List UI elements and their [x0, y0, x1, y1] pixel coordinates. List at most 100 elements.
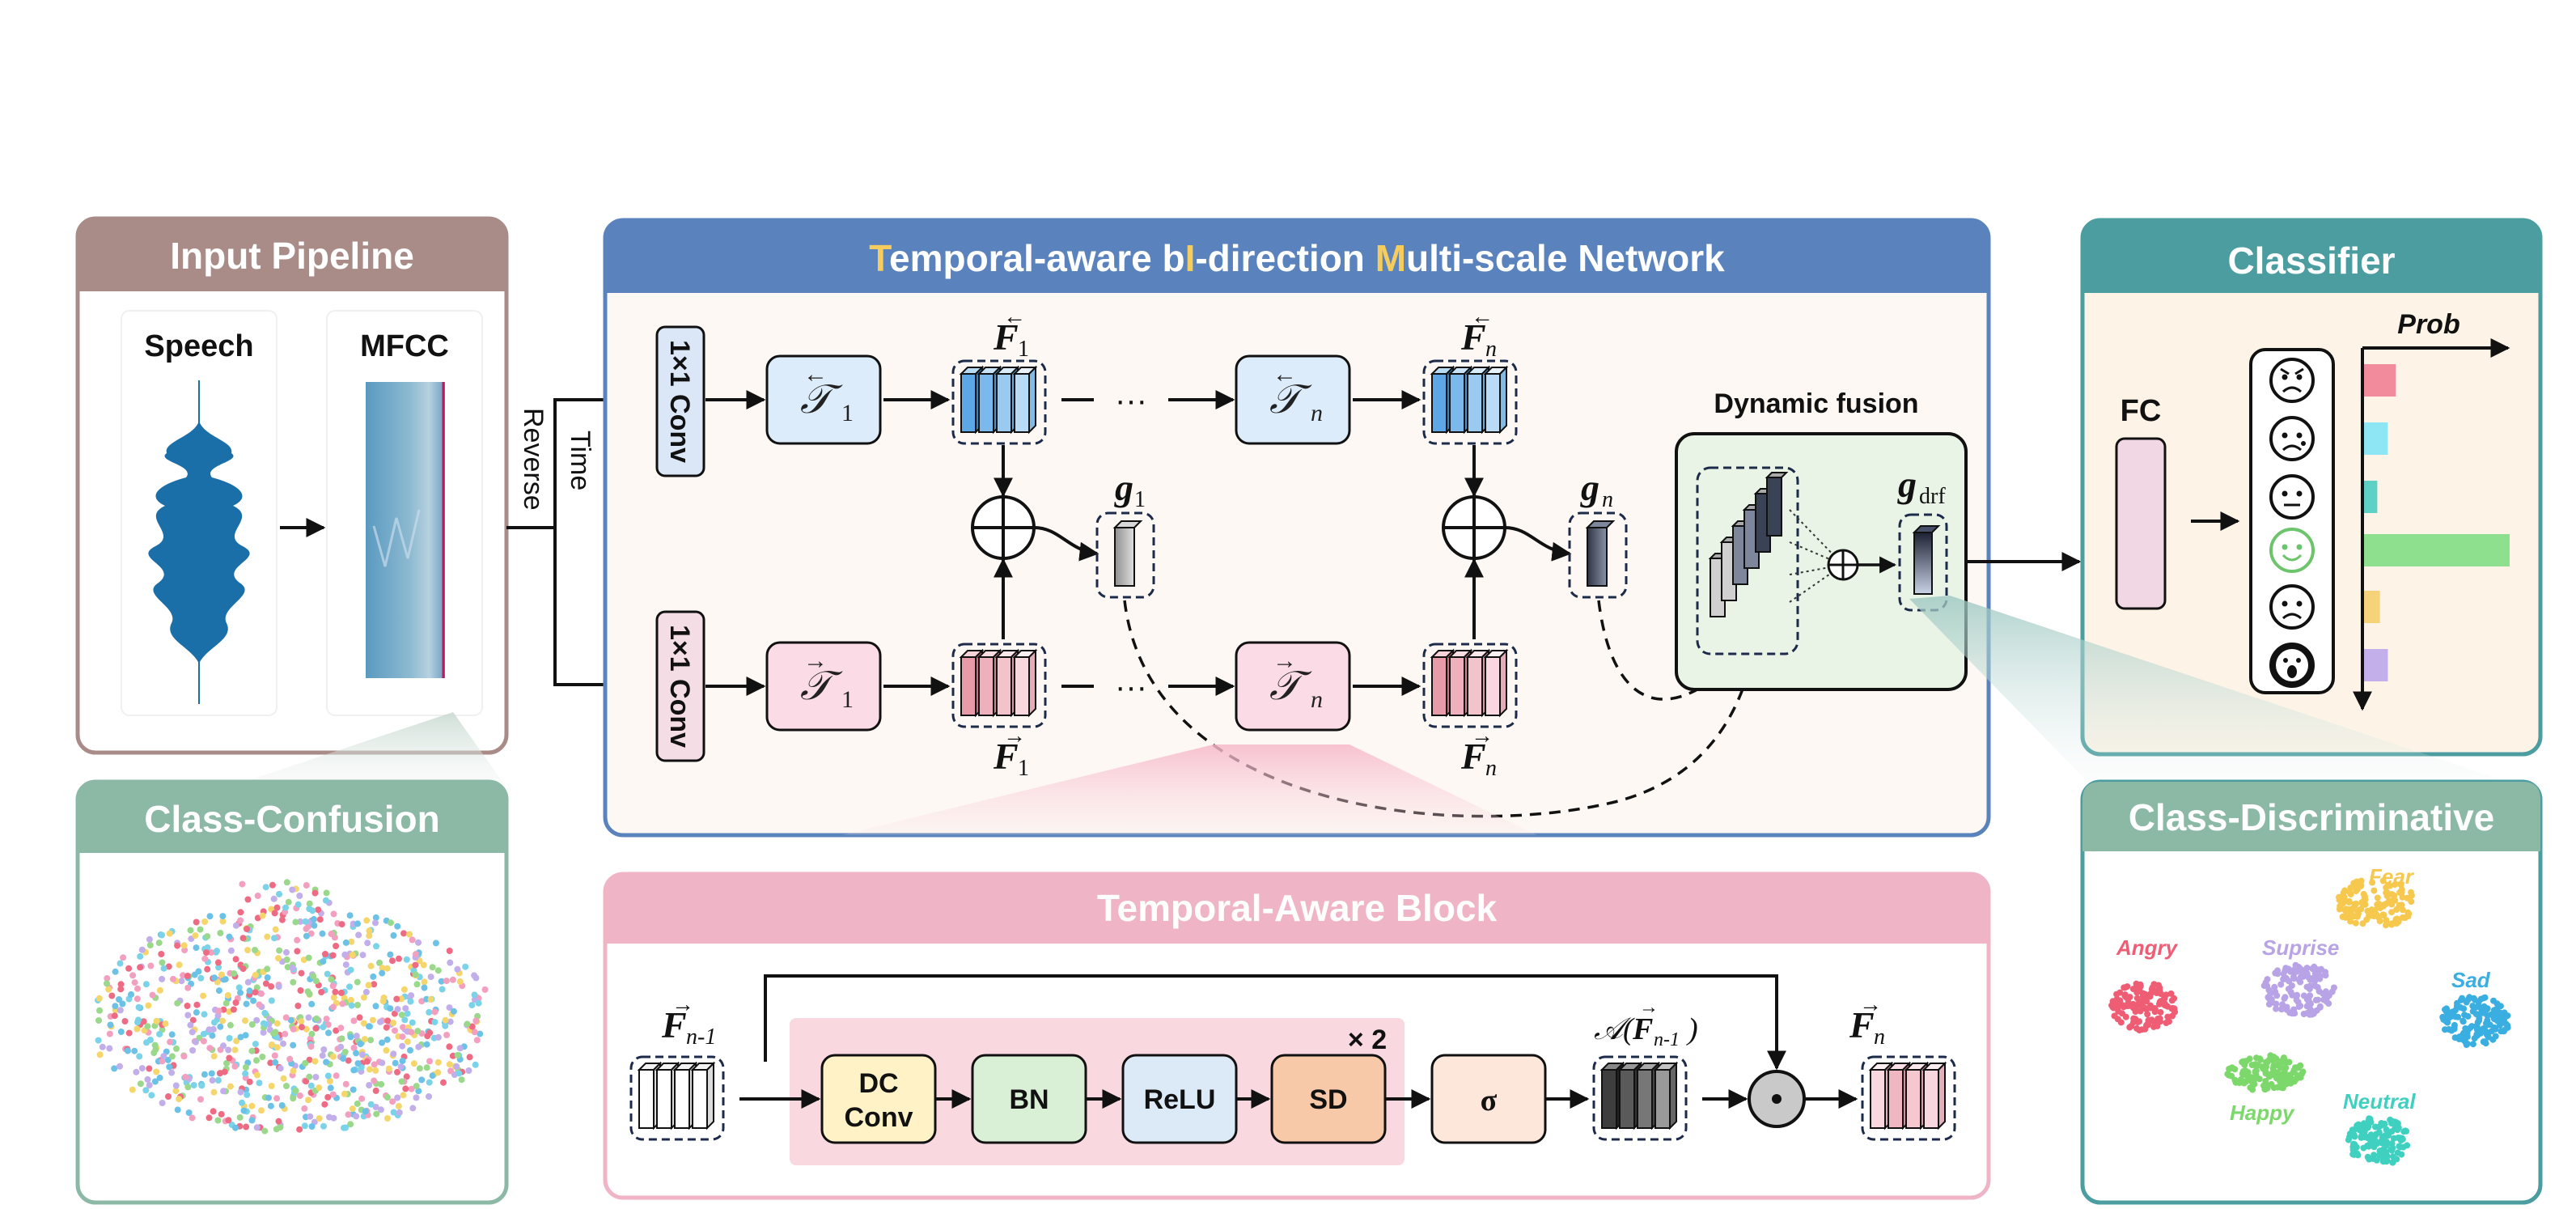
cluster-point	[2502, 1020, 2510, 1028]
cluster-point	[2351, 1141, 2358, 1148]
cluster-point	[2336, 897, 2343, 904]
scatter-point	[384, 1017, 392, 1024]
scatter-point	[372, 1087, 379, 1094]
scatter-point	[320, 958, 327, 965]
scatter-point	[353, 1050, 360, 1057]
emotion-neutral-icon	[2269, 474, 2315, 520]
cluster-point	[2378, 1122, 2385, 1129]
cluster-point	[2117, 1019, 2125, 1026]
scatter-point	[475, 999, 482, 1007]
scatter-point	[146, 942, 154, 948]
scatter-point	[209, 1077, 216, 1084]
scatter-point	[190, 1082, 197, 1088]
scatter-point	[416, 1065, 423, 1072]
cluster-point	[2398, 888, 2405, 895]
scatter-point	[399, 1058, 406, 1065]
scatter-point	[346, 912, 354, 919]
cluster-label-neutral: Neutral	[2343, 1089, 2416, 1114]
scatter-point	[145, 1002, 152, 1009]
cluster-point	[2383, 1142, 2390, 1149]
scatter-point	[172, 1088, 180, 1095]
scatter-point	[373, 943, 379, 950]
scatter-point	[366, 932, 373, 940]
scatter-point	[168, 1069, 176, 1076]
cluster-point	[2283, 1080, 2290, 1087]
scatter-point	[324, 970, 331, 978]
cluster-point	[2262, 1082, 2269, 1089]
scatter-point	[294, 901, 302, 908]
scatter-point	[296, 893, 303, 899]
prob-bar-fear	[2364, 591, 2380, 623]
svg-text:F: F	[1632, 1012, 1653, 1046]
scatter-point	[390, 1050, 397, 1058]
scatter-point	[273, 1126, 280, 1133]
dots-top: ···	[1115, 383, 1147, 418]
cluster-point	[2255, 1062, 2261, 1069]
scatter-point	[406, 931, 413, 938]
input-pipeline-title: Input Pipeline	[170, 235, 414, 277]
scatter-point	[184, 984, 192, 991]
scatter-point	[418, 998, 426, 1005]
dashed-link-g1	[1123, 600, 1757, 818]
conv-block-top: 1×1 Conv	[655, 325, 705, 477]
cluster-point	[2157, 1018, 2163, 1025]
scatter-point	[338, 921, 345, 928]
scatter-point	[421, 978, 428, 986]
scatter-point	[243, 1000, 250, 1008]
feature-slice-side	[1499, 365, 1507, 435]
scatter-point	[253, 1124, 261, 1131]
scatter-point	[426, 1058, 433, 1065]
scatter-point	[156, 1074, 163, 1081]
emotion-faces	[2269, 358, 2315, 688]
scatter-point	[289, 965, 296, 972]
feature-slice	[1449, 373, 1465, 433]
scatter-point	[341, 951, 349, 958]
scatter-point	[366, 1023, 373, 1030]
scatter-point	[144, 1023, 151, 1030]
scatter-point	[112, 1003, 119, 1010]
scatter-point	[117, 960, 124, 967]
scatter-point	[193, 944, 200, 952]
cluster-point	[2311, 963, 2318, 970]
scatter-point	[399, 1033, 406, 1041]
cluster-point	[2491, 1024, 2498, 1031]
feature-stack-backward-1	[951, 359, 1047, 445]
scatter-point	[306, 1073, 313, 1080]
cluster-point	[2133, 989, 2141, 996]
scatter-point	[278, 916, 286, 923]
scatter-point	[298, 969, 305, 977]
cluster-point	[2109, 1003, 2116, 1011]
feature-slice	[1014, 373, 1030, 433]
scatter-point	[282, 1030, 289, 1037]
cluster-point	[2256, 1055, 2264, 1063]
scatter-point	[253, 1057, 260, 1064]
cluster-point	[2388, 909, 2396, 916]
scatter-point	[275, 983, 282, 991]
cluster-point	[2297, 1003, 2304, 1009]
scatter-point	[147, 962, 155, 969]
scatter-point	[311, 889, 319, 897]
scatter-point	[180, 942, 188, 949]
scatter-point	[392, 1027, 398, 1034]
feature-slice	[1014, 656, 1030, 716]
cluster-point	[2303, 983, 2311, 991]
classifier-title: Classifier	[2227, 240, 2395, 282]
cluster-point	[2291, 1010, 2298, 1017]
scatter-point	[431, 1019, 439, 1025]
cluster-point	[2393, 920, 2400, 927]
feature-slice	[1431, 656, 1447, 716]
g-vector-1: g 1	[1095, 467, 1155, 599]
feature-slice	[960, 656, 977, 716]
cluster-point	[2404, 909, 2412, 916]
scatter-point	[404, 1038, 411, 1046]
scatter-point	[252, 1041, 259, 1048]
cluster-point	[2156, 999, 2163, 1006]
feature-slice-side	[1499, 648, 1507, 718]
temporal-aware-block-panel: Temporal-Aware Block × 2 F n-1 → DC Conv…	[603, 744, 1991, 1200]
scatter-point	[364, 940, 371, 947]
cluster-point	[2360, 1144, 2367, 1152]
scatter-point	[290, 1025, 297, 1033]
svg-text:σ: σ	[1481, 1084, 1498, 1118]
cluster-label-angry: Angry	[2116, 935, 2179, 960]
class-discriminative-panel: Class-Discriminative Angry Fear Suprise …	[1909, 596, 2543, 1205]
